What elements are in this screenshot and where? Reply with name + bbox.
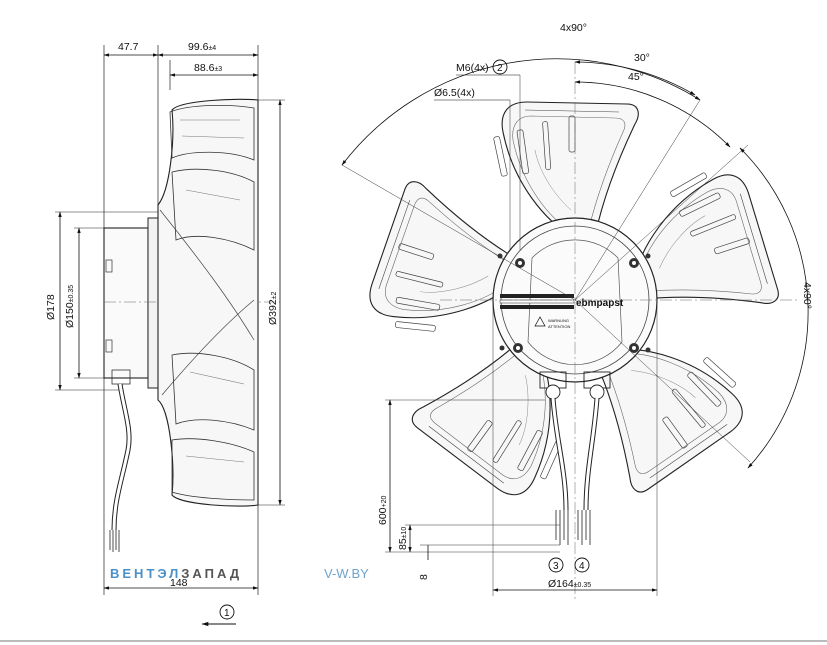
dim-392: Ø392±2 <box>267 291 279 325</box>
callout-4: 4 <box>579 561 585 572</box>
watermark-site: V-W.BY <box>324 566 369 581</box>
dim-150: Ø150±0.35 <box>64 285 76 328</box>
callout-2-circle <box>492 59 508 75</box>
side-view: 47.7 99.6±4 88.6±3 Ø178 Ø150±0.35 Ø3 <box>45 41 285 627</box>
callout-4-circle <box>574 557 590 573</box>
callout-3: 3 <box>553 561 559 572</box>
dim-88-6: 88.6±3 <box>194 62 222 74</box>
front-view: ebmpapst WARNUNG ATTENTION 4x90° <box>341 22 813 600</box>
dim-hole-6-5: Ø6.5(4x) <box>434 87 475 99</box>
dim-m6: M6(4x) <box>456 62 489 74</box>
callout-2: 2 <box>497 63 503 74</box>
dim-148: 148 <box>170 577 188 589</box>
warning-triangle-icon <box>534 316 546 327</box>
dim-8: 8 <box>418 574 430 580</box>
hub-warning-2: ATTENTION <box>548 324 570 329</box>
dim-164: Ø164±0.35 <box>548 578 591 590</box>
dim-angle-4x90-right: 4x90° <box>801 282 813 309</box>
watermark: ВЕНТЭЛЗАПАД V-W.BY <box>110 566 369 581</box>
dim-178: Ø178 <box>45 294 57 320</box>
dim-angle-30: 30° <box>634 52 650 64</box>
hub-logo: ebmpapst <box>576 298 624 309</box>
callout-1-circle <box>219 604 235 620</box>
watermark-brand: ВЕНТЭЛЗАПАД <box>110 566 242 581</box>
hub-warning-1: WARNUNG <box>548 318 569 323</box>
dim-600: 600+20 <box>377 495 389 525</box>
dim-angle-45: 45° <box>628 71 644 83</box>
callout-3-circle <box>548 557 564 573</box>
dim-47-7: 47.7 <box>118 41 139 53</box>
dim-angle-4x90: 4x90° <box>560 22 587 34</box>
dim-99-6: 99.6±4 <box>188 41 216 53</box>
callout-1: 1 <box>224 608 230 619</box>
dim-85: 85±10 <box>397 527 409 550</box>
